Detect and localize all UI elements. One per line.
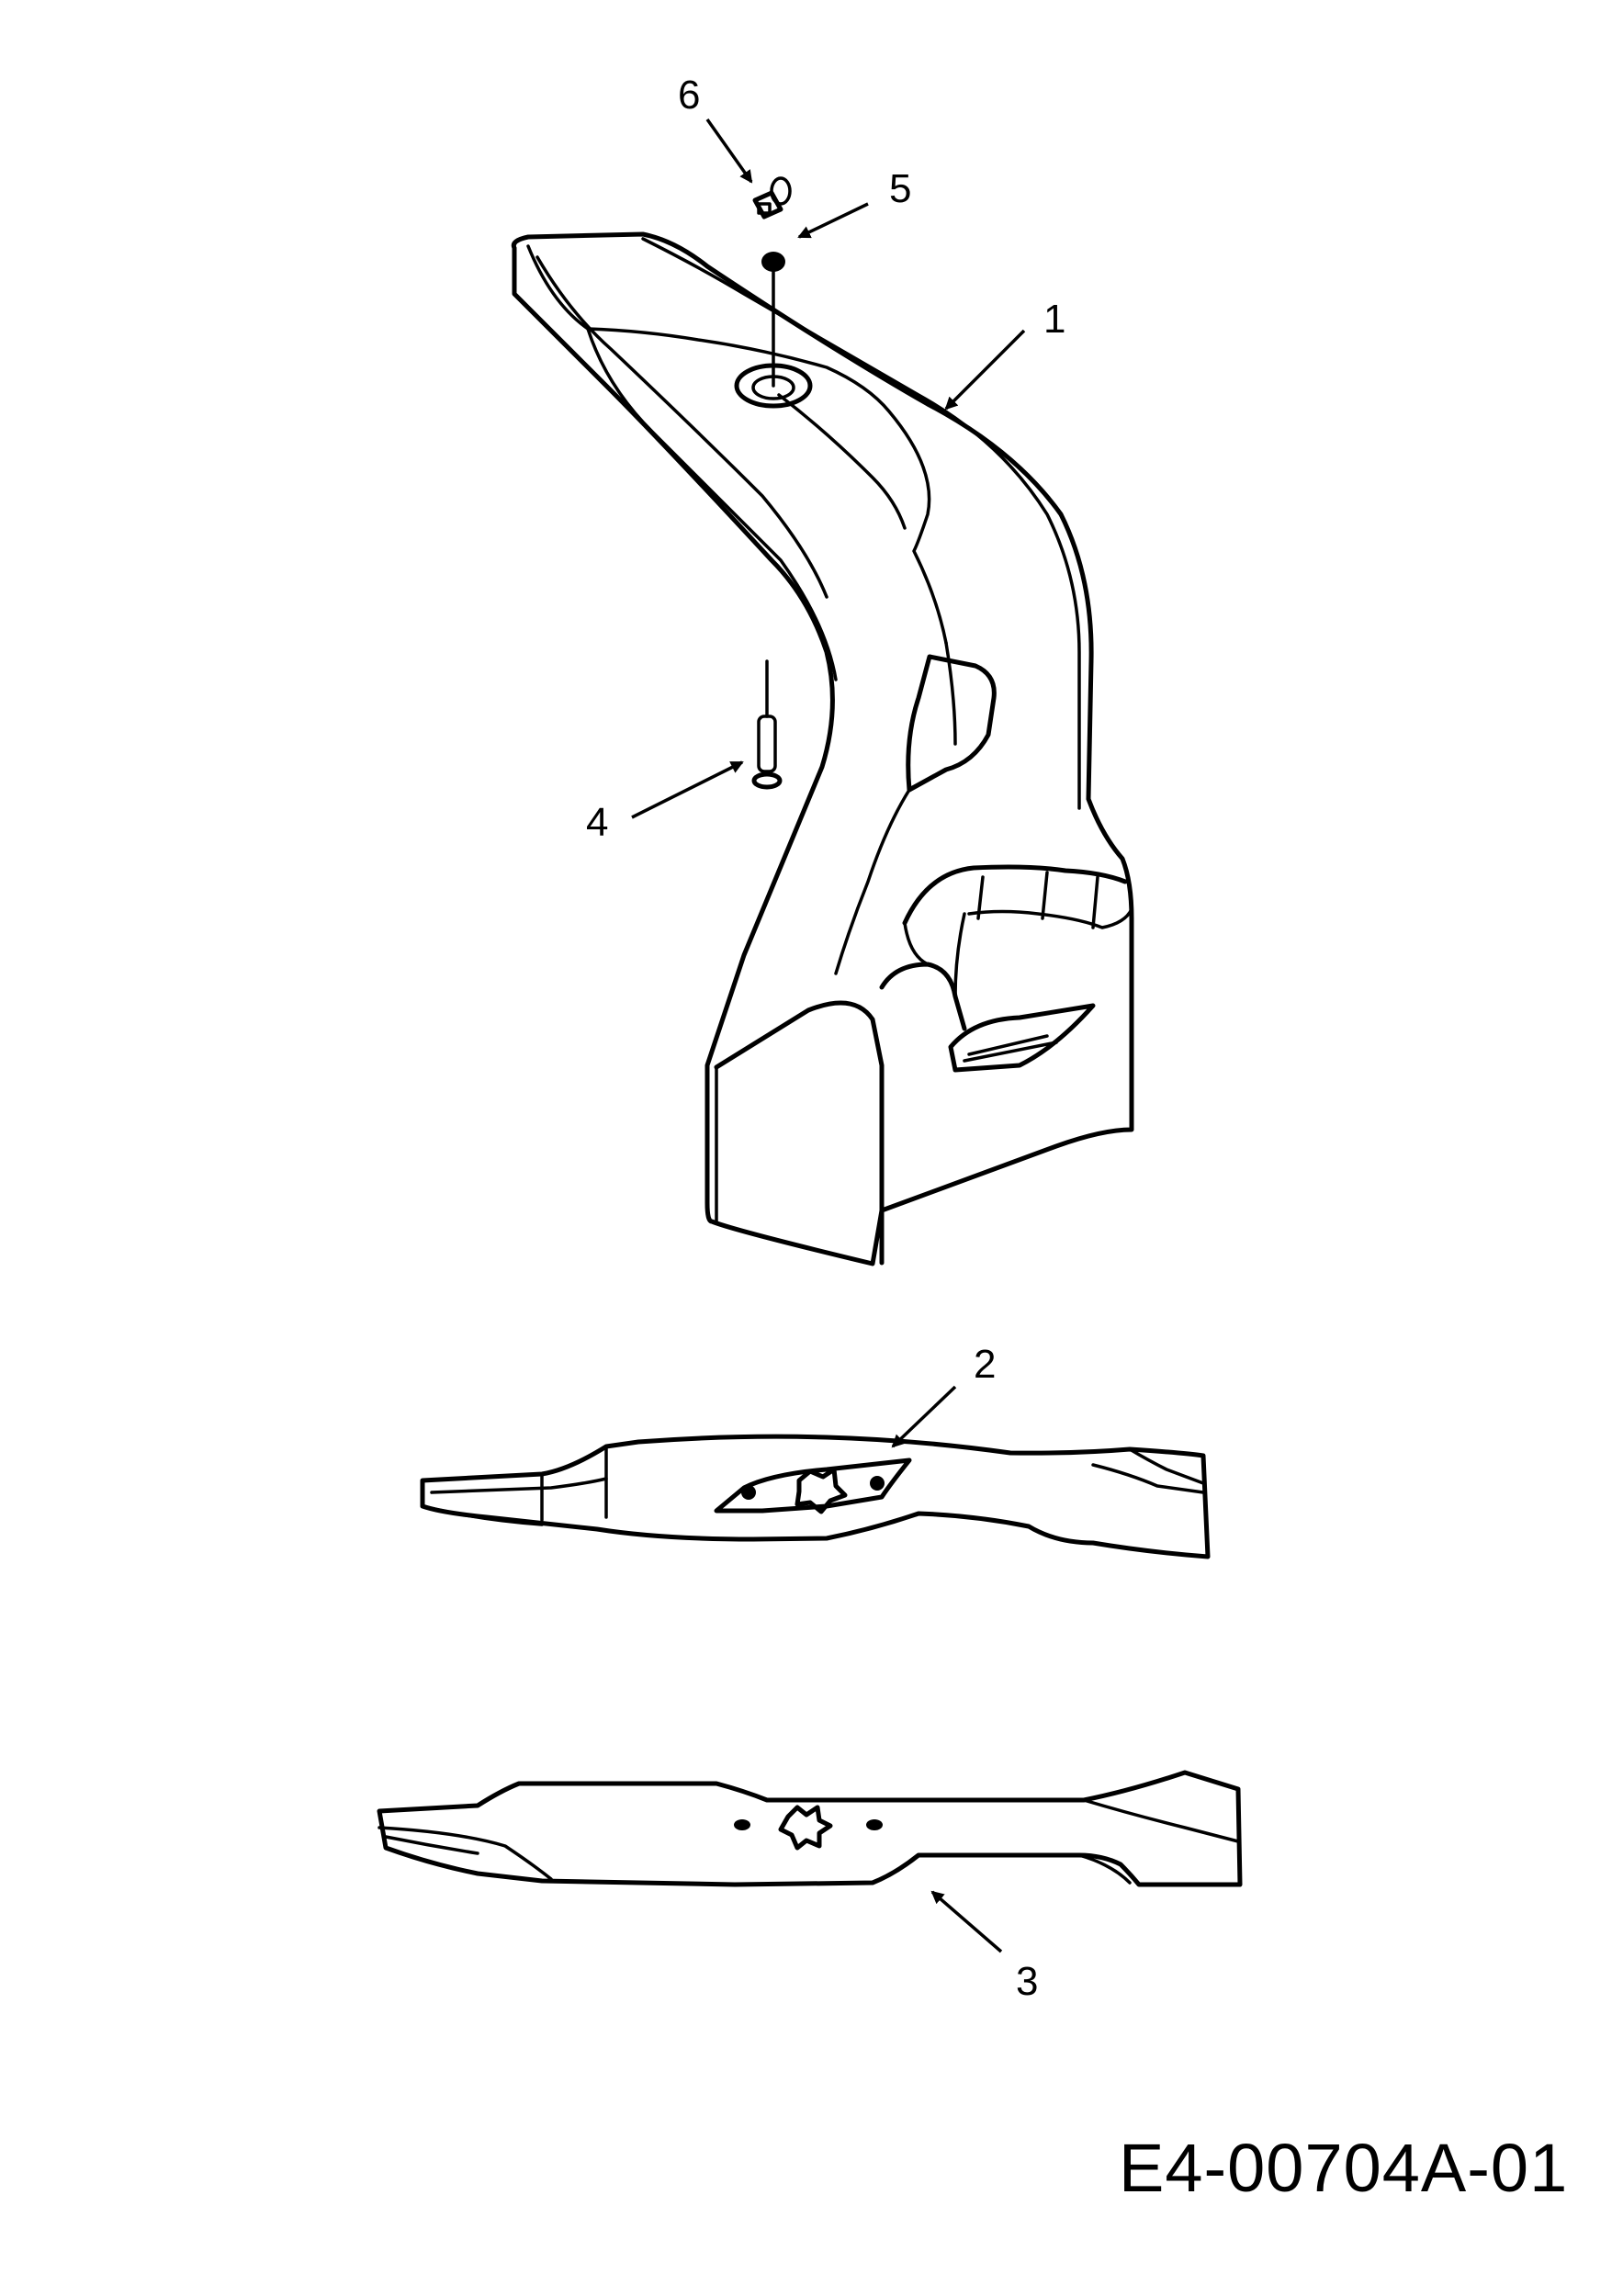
arrow-3 bbox=[930, 1890, 1003, 1953]
blade-part-3 bbox=[377, 1770, 1243, 1887]
arrow-6 bbox=[705, 118, 753, 184]
mulch-plug-part-1 bbox=[511, 231, 1134, 1266]
callout-labels: 1 2 3 4 5 6 bbox=[586, 73, 1065, 2004]
callout-label-5: 5 bbox=[889, 166, 911, 211]
drawing-code: E4-00704A-01 bbox=[1119, 2130, 1569, 2206]
clip-part-6 bbox=[752, 176, 792, 219]
washer-part-5 bbox=[761, 252, 785, 272]
callout-label-6: 6 bbox=[678, 73, 700, 118]
callout-arrows bbox=[631, 118, 1026, 1953]
callout-label-2: 2 bbox=[974, 1342, 996, 1387]
callout-label-3: 3 bbox=[1016, 1959, 1038, 2004]
callout-label-1: 1 bbox=[1043, 297, 1065, 342]
callout-label-4: 4 bbox=[586, 800, 608, 845]
arrow-1 bbox=[944, 329, 1026, 411]
screw-part-4 bbox=[751, 715, 783, 790]
blade-part-2 bbox=[420, 1434, 1211, 1559]
arrow-2 bbox=[891, 1385, 957, 1448]
arrow-5 bbox=[797, 202, 869, 239]
arrow-4 bbox=[631, 760, 744, 819]
